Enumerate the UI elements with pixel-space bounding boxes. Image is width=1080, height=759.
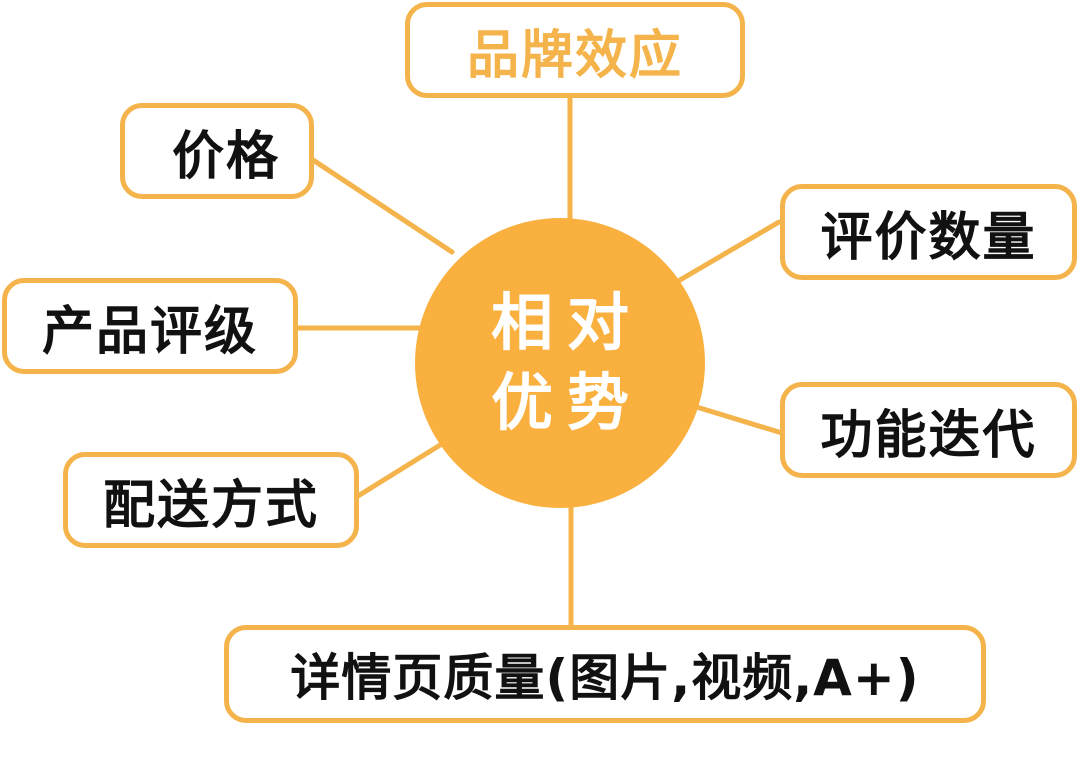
connector-shipping (355, 439, 448, 499)
connector-review-count (677, 219, 782, 283)
node-listing-quality: 详情页质量(图片,视频,A+) (224, 625, 986, 723)
node-label: 价格 (171, 126, 280, 187)
node-label: 评价数量 (820, 207, 1037, 268)
node-brand-effect: 品牌效应 (405, 2, 745, 98)
node-shipping-method: 配送方式 (63, 452, 359, 548)
node-price: 价格 (120, 103, 314, 199)
hub-label-line2: 优势 (490, 366, 643, 439)
center-hub-relative-advantage: 相对 优势 (415, 218, 705, 508)
node-label: 详情页质量(图片,视频,A+) (290, 649, 920, 707)
node-label: 产品评级 (41, 301, 258, 362)
node-label: 功能迭代 (820, 405, 1037, 466)
node-label: 品牌效应 (466, 25, 683, 86)
hub-label-line1: 相对 (490, 286, 643, 359)
connector-price (310, 157, 455, 255)
node-label: 配送方式 (102, 475, 319, 536)
node-product-rating: 产品评级 (2, 278, 298, 374)
connector-iteration (687, 402, 785, 436)
node-feature-iteration: 功能迭代 (780, 382, 1077, 478)
node-review-count: 评价数量 (780, 184, 1077, 280)
